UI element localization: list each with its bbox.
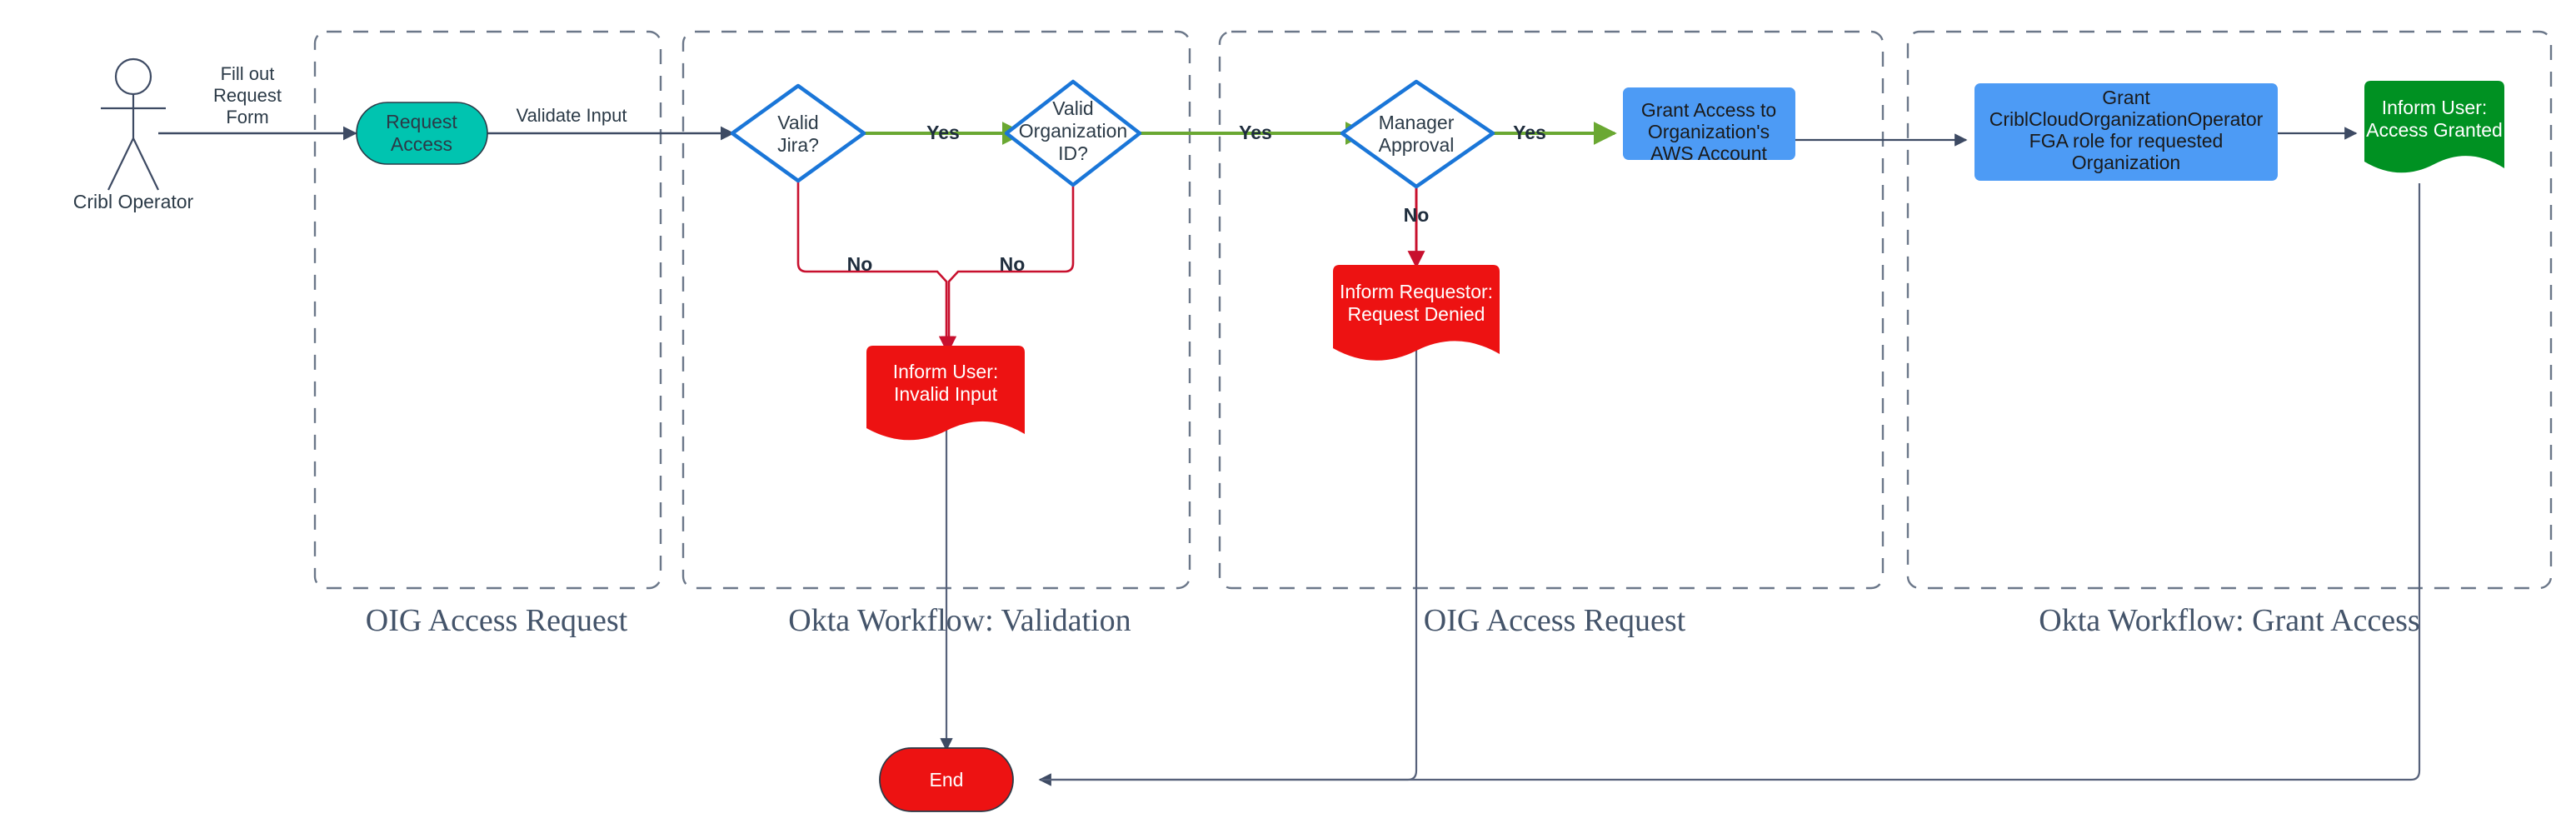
svg-text:Inform User:: Inform User: <box>893 361 999 382</box>
node-inform-user-access-granted[interactable]: Inform User: Access Granted <box>2364 81 2504 173</box>
edge-valid-jira-no <box>796 181 955 352</box>
svg-text:Jira?: Jira? <box>777 134 819 156</box>
edge-label-jira-no: No <box>847 253 873 275</box>
node-valid-organization-id[interactable]: Valid Organization ID? <box>1004 79 1142 187</box>
actor-cribl-operator: Cribl Operator <box>73 57 194 212</box>
svg-text:Inform Requestor:: Inform Requestor: <box>1340 281 1493 302</box>
group-container-okta-validation: Okta Workflow: Validation <box>681 30 1191 638</box>
edge-valid-org-id-no <box>941 185 1075 352</box>
group-container-oig-access-request-2: OIG Access Request <box>1218 30 1885 638</box>
node-shape-document <box>2364 81 2504 173</box>
svg-text:Access Granted: Access Granted <box>2366 119 2503 141</box>
svg-text:Valid: Valid <box>1052 97 1093 119</box>
svg-text:Valid: Valid <box>777 112 818 133</box>
edge-label-manager-yes: Yes <box>1513 122 1546 143</box>
svg-text:Approval: Approval <box>1379 134 1455 156</box>
svg-text:Organization: Organization <box>2072 152 2180 173</box>
svg-text:ID?: ID? <box>1058 142 1088 164</box>
edge-label-org-id-no: No <box>1000 253 1026 275</box>
svg-text:Access: Access <box>391 133 452 155</box>
group-container-oig-access-request-1: OIG Access Request <box>313 30 662 638</box>
svg-text:Manager: Manager <box>1379 112 1455 133</box>
group-title-4: Okta Workflow: Grant Access <box>2039 603 2419 638</box>
group-title-2: Okta Workflow: Validation <box>788 603 1131 638</box>
svg-text:Fill out: Fill out <box>221 63 275 84</box>
svg-text:Organization's: Organization's <box>1648 121 1770 142</box>
group-box <box>313 30 662 590</box>
group-box <box>681 30 1191 590</box>
edge-label-jira-yes: Yes <box>926 122 960 143</box>
edge-request-denied-to-end <box>1038 350 1418 786</box>
edge-access-granted-to-end <box>1041 183 2421 781</box>
svg-text:Grant: Grant <box>2102 87 2150 108</box>
group-title-1: OIG Access Request <box>366 603 628 638</box>
node-shape-diamond <box>730 83 866 183</box>
node-valid-jira[interactable]: Valid Jira? <box>730 83 866 183</box>
node-shape-rect <box>1623 87 1795 160</box>
node-manager-approval[interactable]: Manager Approval <box>1340 79 1495 189</box>
node-shape-stadium <box>879 747 1014 812</box>
group-container-okta-grant-access: Okta Workflow: Grant Access <box>1906 30 2553 638</box>
node-shape-rect <box>1974 83 2278 181</box>
actor-label: Cribl Operator <box>73 191 194 212</box>
svg-text:Inform User:: Inform User: <box>2382 97 2488 118</box>
svg-text:Request Denied: Request Denied <box>1348 303 1485 325</box>
svg-text:Invalid Input: Invalid Input <box>894 383 998 405</box>
edge-label-org-id-yes: Yes <box>1239 122 1272 143</box>
group-box <box>1906 30 2553 590</box>
node-inform-requestor-request-denied[interactable]: Inform Requestor: Request Denied <box>1333 265 1500 361</box>
group-box <box>1218 30 1885 590</box>
svg-text:Form: Form <box>226 107 268 127</box>
svg-text:AWS Account: AWS Account <box>1650 142 1767 164</box>
node-grant-fga-role[interactable]: Grant CriblCloudOrganizationOperator FGA… <box>1974 83 2278 181</box>
svg-text:Request: Request <box>386 111 457 132</box>
svg-text:Grant Access to: Grant Access to <box>1641 99 1776 121</box>
stick-figure-icon <box>101 57 166 191</box>
node-shape-document <box>1333 265 1500 361</box>
node-shape-stadium <box>356 102 488 165</box>
svg-text:Organization: Organization <box>1019 120 1127 142</box>
group-title-3: OIG Access Request <box>1424 603 1686 638</box>
edge-label-fill-out-request-form: Fill out Request Form <box>213 63 282 127</box>
node-request-access[interactable]: Request Access <box>356 102 488 165</box>
node-shape-diamond <box>1340 79 1495 189</box>
svg-text:FGA role for requested: FGA role for requested <box>2029 130 2224 152</box>
node-inform-user-invalid-input[interactable]: Inform User: Invalid Input <box>866 346 1025 441</box>
edge-label-manager-no: No <box>1404 204 1430 226</box>
node-grant-access-aws-account[interactable]: Grant Access to Organization's AWS Accou… <box>1623 87 1795 164</box>
svg-text:End: End <box>930 769 964 791</box>
edge-label-validate-input: Validate Input <box>517 105 627 126</box>
svg-text:Request: Request <box>213 85 282 106</box>
node-shape-diamond <box>1004 79 1142 187</box>
svg-text:CriblCloudOrganizationOperator: CriblCloudOrganizationOperator <box>1989 108 2264 130</box>
node-end[interactable]: End <box>879 747 1014 812</box>
node-shape-document <box>866 346 1025 441</box>
